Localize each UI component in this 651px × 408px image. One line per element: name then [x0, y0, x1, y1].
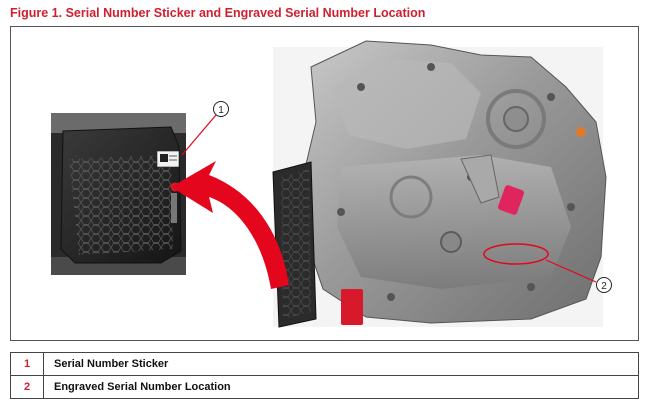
callout-1: 1: [213, 101, 229, 117]
legend-number: 1: [10, 352, 44, 376]
red-arrow: [171, 161, 289, 289]
pink-cap: [498, 185, 524, 215]
figure-frame: 1 2: [10, 26, 639, 341]
transmission-photo: [272, 40, 607, 328]
red-cap: [341, 289, 363, 325]
figure-title: Figure 1. Serial Number Sticker and Engr…: [10, 6, 426, 20]
engraved-location-marker: [483, 243, 549, 265]
callout-2-number: 2: [601, 281, 607, 292]
callout-2: 2: [596, 277, 612, 293]
legend-label: Serial Number Sticker: [43, 352, 639, 376]
figure-illustration: 1 2: [51, 40, 612, 328]
legend-label: Engraved Serial Number Location: [43, 375, 639, 399]
legend-number: 2: [10, 375, 44, 399]
legend-row: 1 Serial Number Sticker: [10, 352, 639, 376]
callout-1-number: 1: [218, 105, 224, 116]
legend-row: 2 Engraved Serial Number Location: [10, 375, 639, 399]
legend-table: 1 Serial Number Sticker 2 Engraved Seria…: [10, 352, 639, 399]
inset-photo: [51, 113, 186, 275]
